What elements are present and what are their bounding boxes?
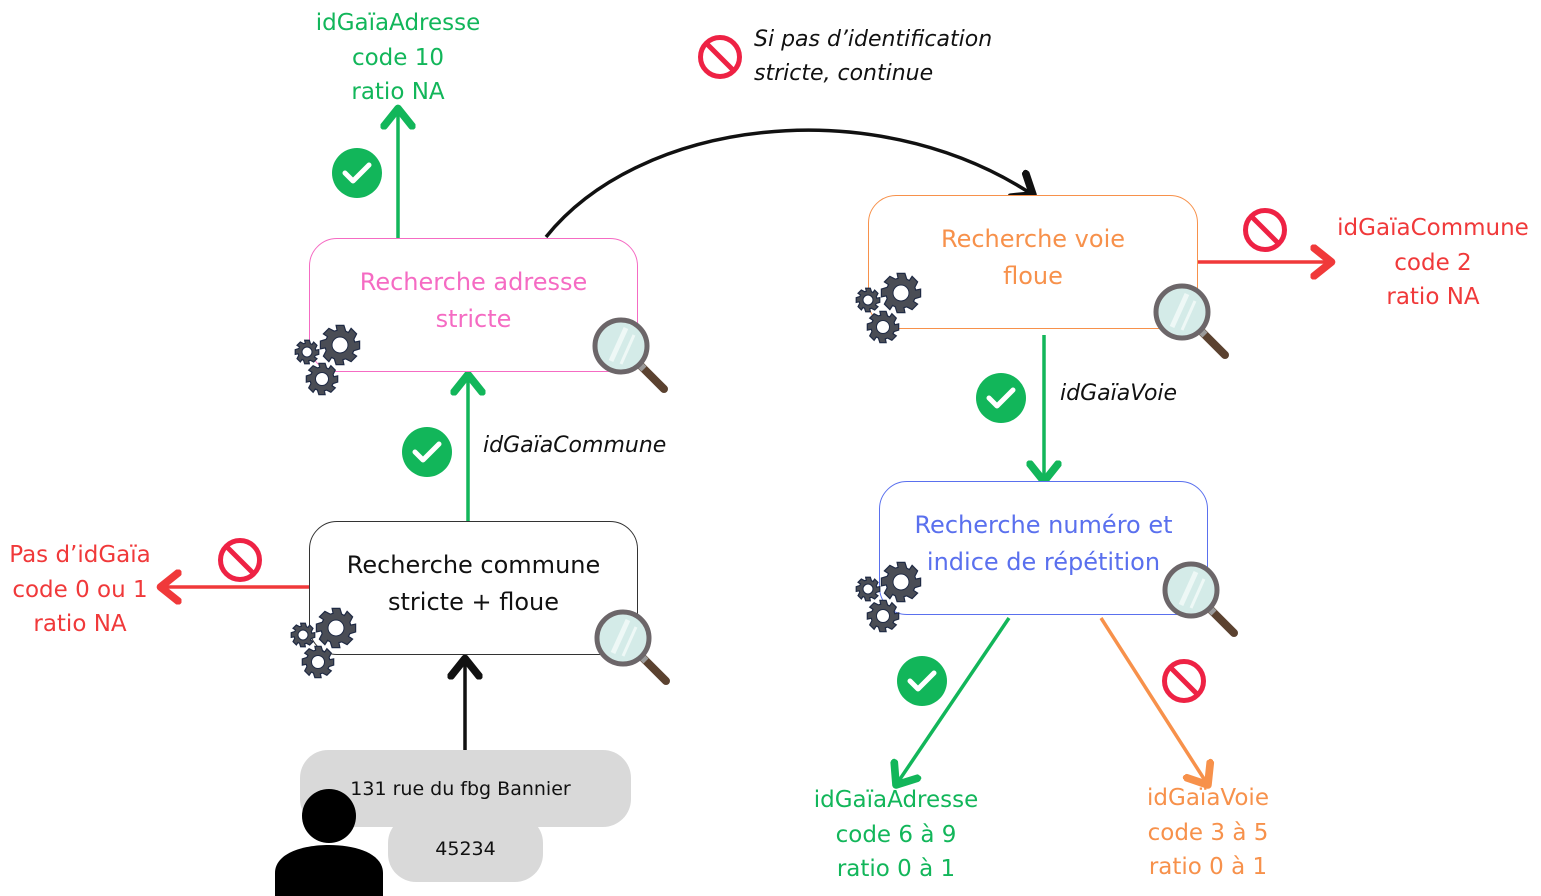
node-recherche-voie: Recherche voie floue [868, 195, 1198, 329]
input-address-text: 131 rue du fbg Bannier [350, 777, 571, 800]
outcome-voie-fail: idGaïaCommune code 2 ratio NA [1328, 211, 1538, 315]
node-commune-line1: Recherche commune [346, 551, 601, 579]
node-recherche-adresse: Recherche adresse stricte [309, 238, 638, 372]
arrow-adresse-to-voie [544, 128, 1030, 239]
outcome-numero-fail-id: idGaïaVoie [1147, 785, 1269, 811]
node-commune-line2: stricte + floue [388, 588, 559, 616]
magnifier-icon [1153, 283, 1229, 359]
node-recherche-commune: Recherche commune stricte + floue [309, 521, 638, 655]
edge-label-continue: Si pas d’identification stricte, continu… [754, 23, 992, 91]
check-circle-icon [976, 373, 1026, 423]
gears-icon [294, 324, 361, 396]
arrow-numero-to-voie-result [1099, 617, 1206, 782]
outcome-numero-success-code: code 6 à 9 [835, 821, 957, 848]
outcome-commune-fail-id: Pas d’idGaïa [9, 542, 151, 568]
edge-label-voie: idGaïaVoie [1060, 381, 1178, 406]
prohibited-icon [218, 538, 262, 582]
outcome-adresse-strict-ratio: ratio NA [351, 79, 445, 105]
magnifier-icon [1162, 561, 1238, 637]
outcome-voie-fail-ratio: ratio NA [1386, 284, 1480, 310]
outcome-numero-success-id: idGaïaAdresse [813, 787, 979, 813]
outcome-commune-fail-code: code 0 ou 1 [12, 576, 148, 603]
edge-label-continue-line2: stricte, continue [754, 61, 934, 86]
outcome-numero-fail: idGaïaVoie code 3 à 5 ratio 0 à 1 [1108, 781, 1308, 885]
outcome-numero-fail-ratio: ratio 0 à 1 [1148, 854, 1268, 880]
outcome-numero-fail-code: code 3 à 5 [1147, 819, 1269, 846]
check-circle-icon [332, 148, 382, 198]
node-voie-line1: Recherche voie [941, 225, 1125, 253]
outcome-numero-success: idGaïaAdresse code 6 à 9 ratio 0 à 1 [796, 783, 996, 887]
magnifier-icon [594, 609, 670, 685]
node-voie-line2: floue [1003, 262, 1063, 290]
prohibited-icon [1162, 659, 1206, 703]
node-adresse-line2: stricte [435, 305, 512, 333]
prohibited-icon [1243, 208, 1287, 252]
gears-icon [855, 561, 922, 633]
outcome-numero-success-ratio: ratio 0 à 1 [836, 856, 956, 882]
check-circle-icon [897, 656, 947, 706]
gears-icon [855, 272, 922, 344]
input-postcode-pill: 45234 [388, 815, 543, 882]
outcome-voie-fail-id: idGaïaCommune [1337, 215, 1529, 241]
outcome-commune-fail: Pas d’idGaïa code 0 ou 1 ratio NA [0, 538, 160, 642]
outcome-adresse-strict: idGaïaAdresse code 10 ratio NA [298, 6, 498, 110]
user-icon [275, 789, 383, 896]
edge-label-continue-line1: Si pas d’identification [754, 27, 993, 52]
outcome-commune-fail-ratio: ratio NA [33, 611, 127, 637]
magnifier-icon [592, 317, 668, 393]
node-recherche-numero: Recherche numéro et indice de répétition [879, 481, 1208, 615]
prohibited-icon [698, 35, 742, 79]
arrow-numero-to-success [898, 617, 1011, 782]
outcome-adresse-strict-id: idGaïaAdresse [315, 10, 481, 36]
node-adresse-line1: Recherche adresse [359, 268, 588, 296]
edge-label-commune: idGaïaCommune [483, 433, 667, 458]
node-numero-line2: indice de répétition [926, 548, 1161, 576]
input-postcode-text: 45234 [435, 837, 496, 860]
node-numero-line1: Recherche numéro et [914, 511, 1173, 539]
outcome-voie-fail-code: code 2 [1394, 249, 1472, 276]
gears-icon [290, 607, 357, 679]
check-circle-icon [402, 427, 452, 477]
outcome-adresse-strict-code: code 10 [351, 44, 445, 71]
